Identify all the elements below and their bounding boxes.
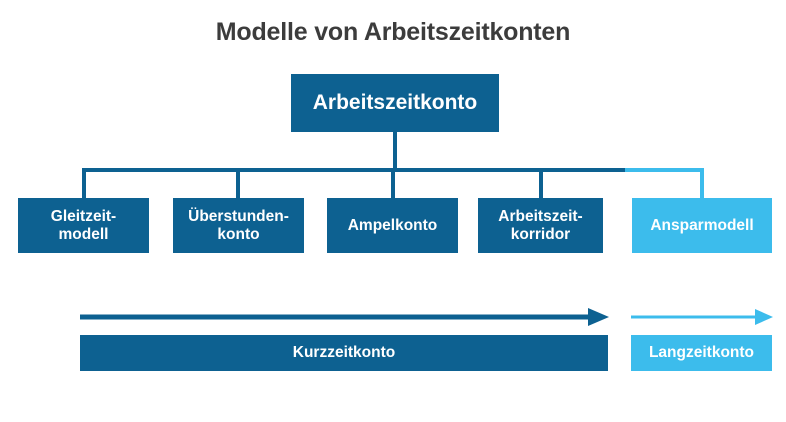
node-ansparmodell: Ansparmodell [632,198,772,253]
connector-leg-ansparmodell [700,168,704,198]
connector-leg-ueberstundenkonto [236,168,240,198]
timeline-bar-langzeitkonto: Langzeitkonto [631,335,772,371]
node-arbeitszeitkonto: Arbeitszeitkonto [291,74,499,132]
arrow-right-icon-kurzzeitkonto [80,306,609,328]
connector-leg-ampelkonto [391,168,395,198]
node-arbeitszeitkorridor: Arbeitszeit- korridor [478,198,603,253]
page-title: Modelle von Arbeitszeitkonten [215,18,571,46]
node-gleitzeitmodell: Gleitzeit- modell [18,198,149,253]
connector-root-stem [393,132,397,170]
node-ueberstundenkonto: Überstunden- konto [173,198,304,253]
timeline-bar-kurzzeitkonto: Kurzzeitkonto [80,335,608,371]
connector-leg-arbeitszeitkorridor [539,168,543,198]
node-ampelkonto: Ampelkonto [327,198,458,253]
arrow-right-icon-langzeitkonto [631,306,773,328]
connector-horizontal-bus-long-term [625,168,704,172]
connector-leg-gleitzeitmodell [82,168,86,198]
